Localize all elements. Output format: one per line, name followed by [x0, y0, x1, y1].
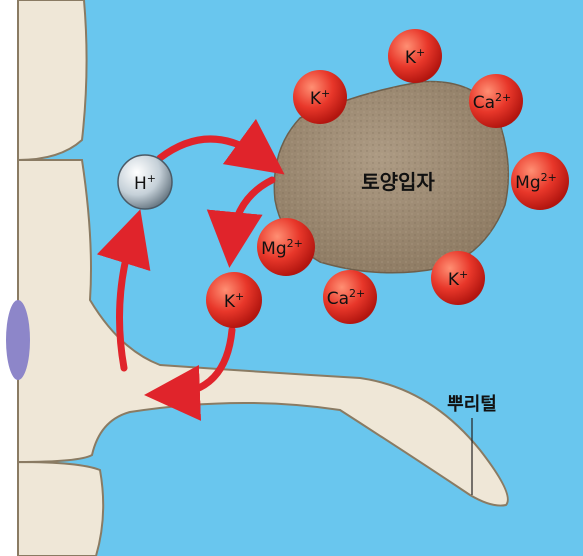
- ion-mg-left: Mg2+: [257, 218, 315, 276]
- ion-k-lower-right: K+: [431, 251, 485, 305]
- ion-charge: 2+: [349, 287, 365, 300]
- ion-base: Mg: [261, 239, 286, 259]
- ion-k-top: K+: [388, 29, 442, 83]
- ion-base: Ca: [473, 93, 495, 113]
- ion-k-middle: K+: [206, 272, 262, 328]
- root-cell-top: [18, 0, 87, 160]
- ion-charge: +: [416, 46, 425, 59]
- root-cell-bottom: [18, 462, 103, 556]
- left-margin: [0, 0, 18, 556]
- ion-charge: +: [235, 290, 244, 303]
- ion-charge: +: [459, 268, 468, 281]
- ion-base: H: [134, 174, 147, 194]
- cell-nucleus: [6, 300, 30, 380]
- ion-charge: 2+: [495, 91, 511, 104]
- ion-h: H+: [118, 155, 172, 209]
- ion-charge: 2+: [541, 171, 557, 184]
- ion-base: Ca: [327, 289, 349, 309]
- root-hair-label: 뿌리털: [447, 394, 497, 415]
- ion-ca-top-right: Ca2+: [469, 74, 523, 128]
- ion-charge: +: [321, 87, 330, 100]
- ion-charge: +: [147, 172, 156, 185]
- ion-base: Mg: [515, 173, 540, 193]
- ion-charge: 2+: [287, 237, 303, 250]
- ion-ca-bottom: Ca2+: [323, 270, 377, 324]
- ion-k-upper-left: K+: [293, 70, 347, 124]
- ion-mg-right: Mg2+: [511, 152, 569, 210]
- soil-particle-label: 토양입자: [361, 170, 435, 194]
